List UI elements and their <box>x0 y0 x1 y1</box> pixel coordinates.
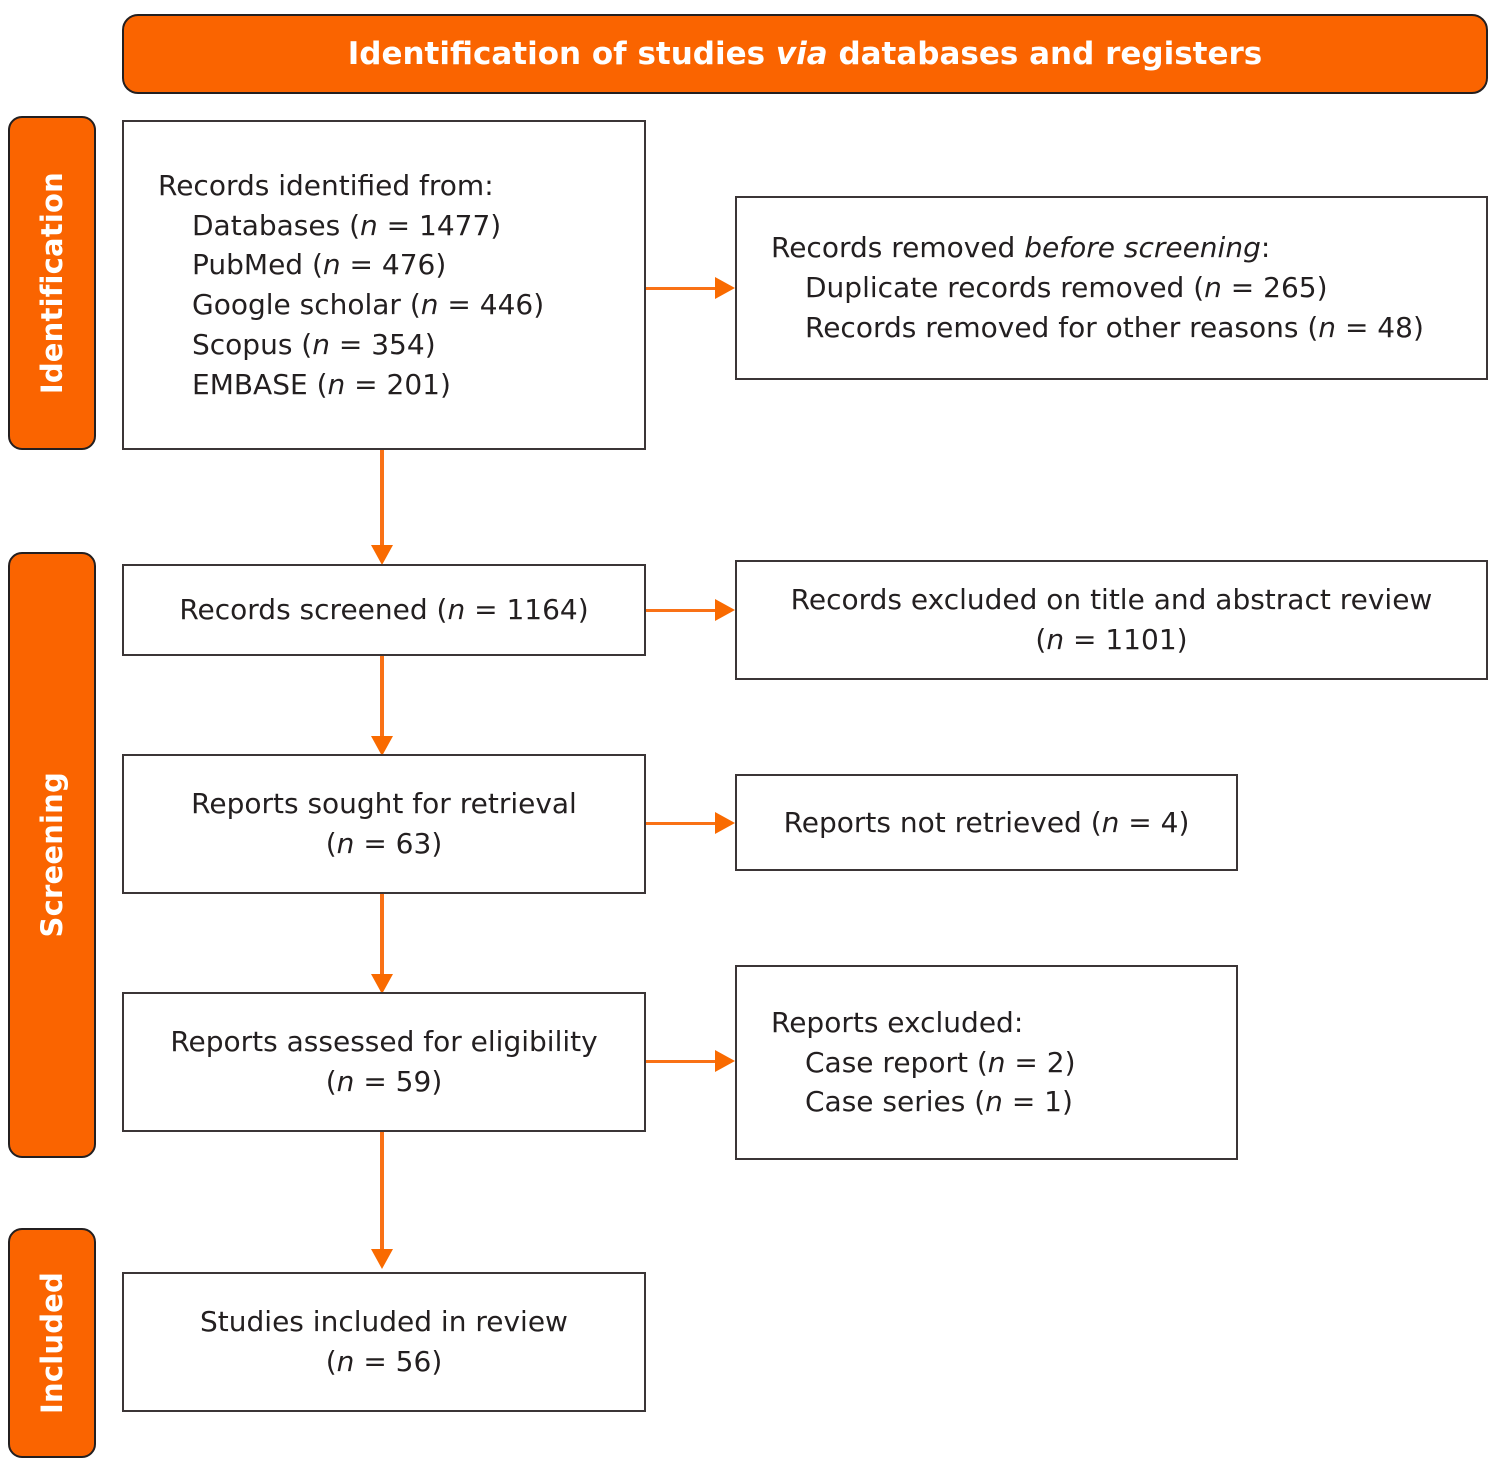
diagram-title-part-2: databases and registers <box>827 36 1263 72</box>
arrowhead-screened-to-sought <box>371 736 393 756</box>
box-records-removed-before-screening: Records removed before screening: Duplic… <box>735 196 1488 380</box>
records-excluded-line-1: Records excluded on title and abstract r… <box>790 583 1433 617</box>
studies-included-line-2: (n = 56) <box>325 1345 443 1378</box>
reports-not-retrieved-line-1: Reports not retrieved (n = 4) <box>783 805 1190 839</box>
box-records-identified: Records identified from: Databases (n = … <box>122 120 646 450</box>
connector-assessed-to-excluded <box>646 1060 721 1063</box>
arrowhead-assessed-to-excluded <box>715 1050 735 1072</box>
arrowhead-identified-to-screened <box>371 545 393 565</box>
diagram-title-part-1: Identification of studies <box>347 36 776 72</box>
phase-label-identification: Identification <box>35 171 69 395</box>
records-removed-item-duplicates: Duplicate records removed (n = 265) <box>805 271 1328 305</box>
box-reports-assessed-for-eligibility: Reports assessed for eligibility (n = 59… <box>122 992 646 1132</box>
connector-screened-to-excluded <box>646 609 721 612</box>
records-identified-item-google-scholar: Google scholar (n = 446) <box>192 288 545 321</box>
records-identified-title: Records identified from: <box>158 168 494 202</box>
box-reports-sought-for-retrieval: Reports sought for retrieval (n = 63) <box>122 754 646 894</box>
records-identified-item-embase: EMBASE (n = 201) <box>192 367 451 401</box>
records-removed-item-other-reasons: Records removed for other reasons (n = 4… <box>805 310 1424 344</box>
connector-identified-to-screened <box>380 450 384 550</box>
box-records-screened: Records screened (n = 1164) <box>122 564 646 656</box>
diagram-title-text: Identification of studies via databases … <box>348 36 1263 72</box>
box-reports-not-retrieved: Reports not retrieved (n = 4) <box>735 774 1238 871</box>
records-removed-title-part-2: : <box>1260 231 1271 265</box>
box-studies-included-in-review: Studies included in review (n = 56) <box>122 1272 646 1412</box>
reports-excluded-item-case-series: Case series (n = 1) <box>805 1085 1073 1119</box>
arrowhead-assessed-to-included <box>371 1249 393 1269</box>
connector-sought-to-assessed <box>380 894 384 979</box>
box-records-excluded-title-abstract: Records excluded on title and abstract r… <box>735 560 1488 680</box>
connector-sought-to-not-retrieved <box>646 822 721 825</box>
studies-included-line-1: Studies included in review <box>200 1305 568 1339</box>
records-screened-line-1: Records screened (n = 1164) <box>179 593 589 627</box>
arrowhead-sought-to-not-retrieved <box>715 812 735 834</box>
box-reports-excluded: Reports excluded: Case report (n = 2) Ca… <box>735 965 1238 1160</box>
reports-assessed-line-1: Reports assessed for eligibility <box>170 1025 598 1059</box>
connector-identified-to-removed <box>646 287 721 290</box>
phase-label-included: Included <box>35 1272 69 1414</box>
reports-sought-line-2: (n = 63) <box>325 827 443 860</box>
phase-label-screening: Screening <box>35 772 69 938</box>
records-removed-title: Records removed before screening: <box>771 228 1270 268</box>
arrowhead-screened-to-excluded <box>715 599 735 621</box>
records-removed-title-italic: before screening <box>1024 231 1261 265</box>
diagram-title-banner: Identification of studies via databases … <box>122 14 1488 94</box>
records-excluded-line-2: (n = 1101) <box>1035 623 1188 656</box>
arrowhead-sought-to-assessed <box>371 974 393 994</box>
reports-excluded-title: Reports excluded: <box>771 1005 1024 1039</box>
phase-bar-screening: Screening <box>8 552 96 1158</box>
diagram-title-italic-via: via <box>775 36 828 72</box>
phase-bar-identification: Identification <box>8 116 96 450</box>
records-identified-item-pubmed: PubMed (n = 476) <box>192 248 447 282</box>
reports-excluded-item-case-report: Case report (n = 2) <box>805 1045 1076 1079</box>
reports-sought-line-1: Reports sought for retrieval <box>191 787 577 821</box>
reports-assessed-line-2: (n = 59) <box>325 1065 443 1098</box>
connector-screened-to-sought <box>380 656 384 741</box>
arrowhead-identified-to-removed <box>715 277 735 299</box>
phase-bar-included: Included <box>8 1228 96 1458</box>
records-identified-item-databases: Databases (n = 1477) <box>192 208 502 242</box>
connector-assessed-to-included <box>380 1132 384 1252</box>
records-removed-title-part-1: Records removed <box>771 231 1025 265</box>
records-identified-item-scopus: Scopus (n = 354) <box>192 327 436 361</box>
